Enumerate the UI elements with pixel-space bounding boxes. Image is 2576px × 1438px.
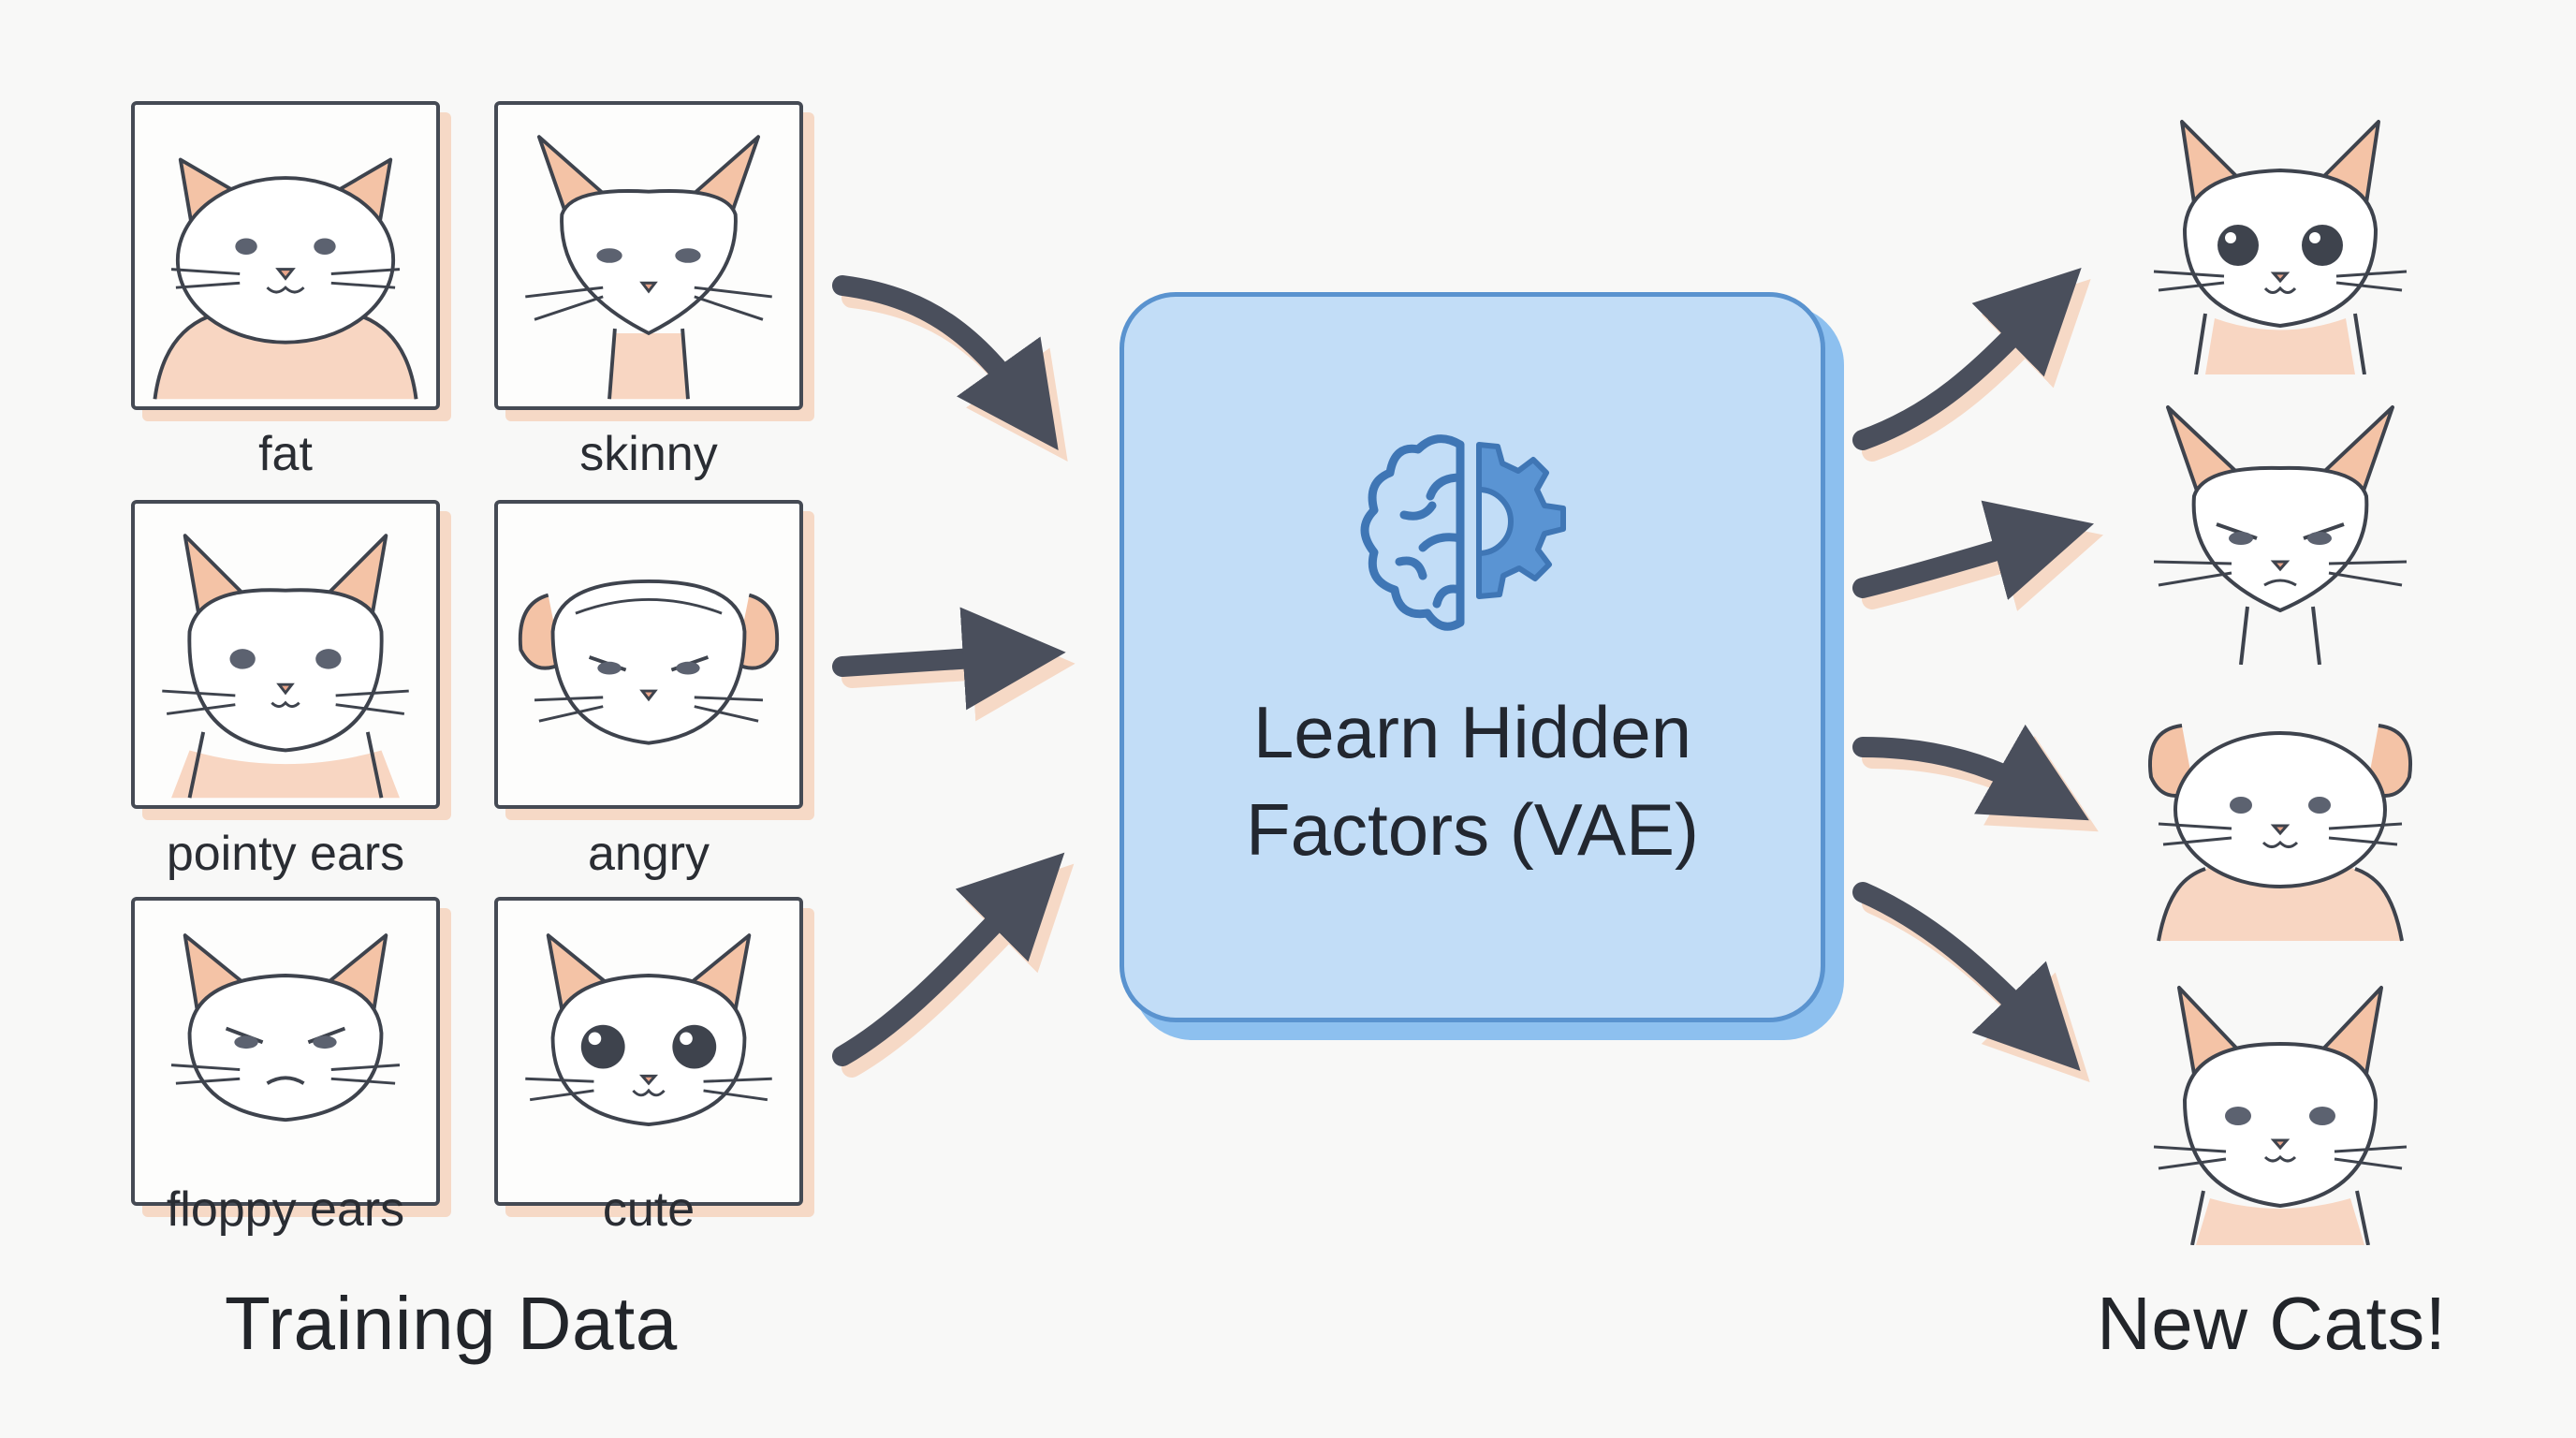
new-cat-3 (2130, 674, 2430, 946)
vae-box (1120, 292, 1825, 1022)
floppy-ears-cat-illustration (170, 933, 401, 1123)
card-label-pointy-ears: pointy ears (166, 827, 405, 881)
card-label-skinny: skinny (579, 427, 718, 481)
arrow-out-4 (1852, 882, 2081, 1071)
new-cat-angry-skinny-illustration (2153, 405, 2408, 666)
card-label-angry: angry (587, 827, 710, 881)
new-cat-pointy-ears-illustration (2153, 986, 2408, 1246)
new-cat-1 (2130, 103, 2430, 375)
cute-cat-illustration (525, 933, 772, 1127)
pointy-ears-cat-illustration (162, 534, 409, 799)
new-cat-cute-illustration (2153, 120, 2408, 375)
vae-title-line2: Factors (VAE) (1246, 788, 1699, 871)
vae-title-line1: Learn Hidden (1252, 691, 1692, 773)
arrow-out-1 (1852, 267, 2082, 450)
arrow-in-bottom (832, 852, 1065, 1066)
arrow-out-2 (1852, 500, 2095, 600)
brain-gear-icon (1360, 434, 1566, 631)
fat-cat-illustration (153, 157, 418, 400)
arrow-in-top (832, 275, 1059, 450)
card-cute (494, 897, 803, 1206)
card-angry (494, 500, 803, 809)
new-cat-2 (2130, 393, 2430, 666)
card-label-floppy-ears: floppy ears (166, 1182, 405, 1237)
card-label-cute: cute (602, 1182, 695, 1237)
training-data-title: Training Data (225, 1282, 678, 1365)
vae-title: Learn Hidden Factors (VAE) (1120, 683, 1825, 878)
new-cats-title: New Cats! (2097, 1282, 2447, 1365)
card-floppy-ears (131, 897, 440, 1206)
new-cat-4 (2130, 974, 2430, 1246)
card-pointy-ears (131, 500, 440, 809)
card-skinny (494, 101, 803, 410)
arrow-in-middle (832, 607, 1066, 711)
new-cat-fat-floppy-illustration (2148, 724, 2412, 942)
skinny-cat-illustration (525, 135, 772, 400)
card-fat (131, 101, 440, 410)
card-label-fat: fat (258, 427, 313, 481)
arrow-out-3 (1852, 724, 2089, 821)
angry-cat-illustration (518, 579, 780, 745)
